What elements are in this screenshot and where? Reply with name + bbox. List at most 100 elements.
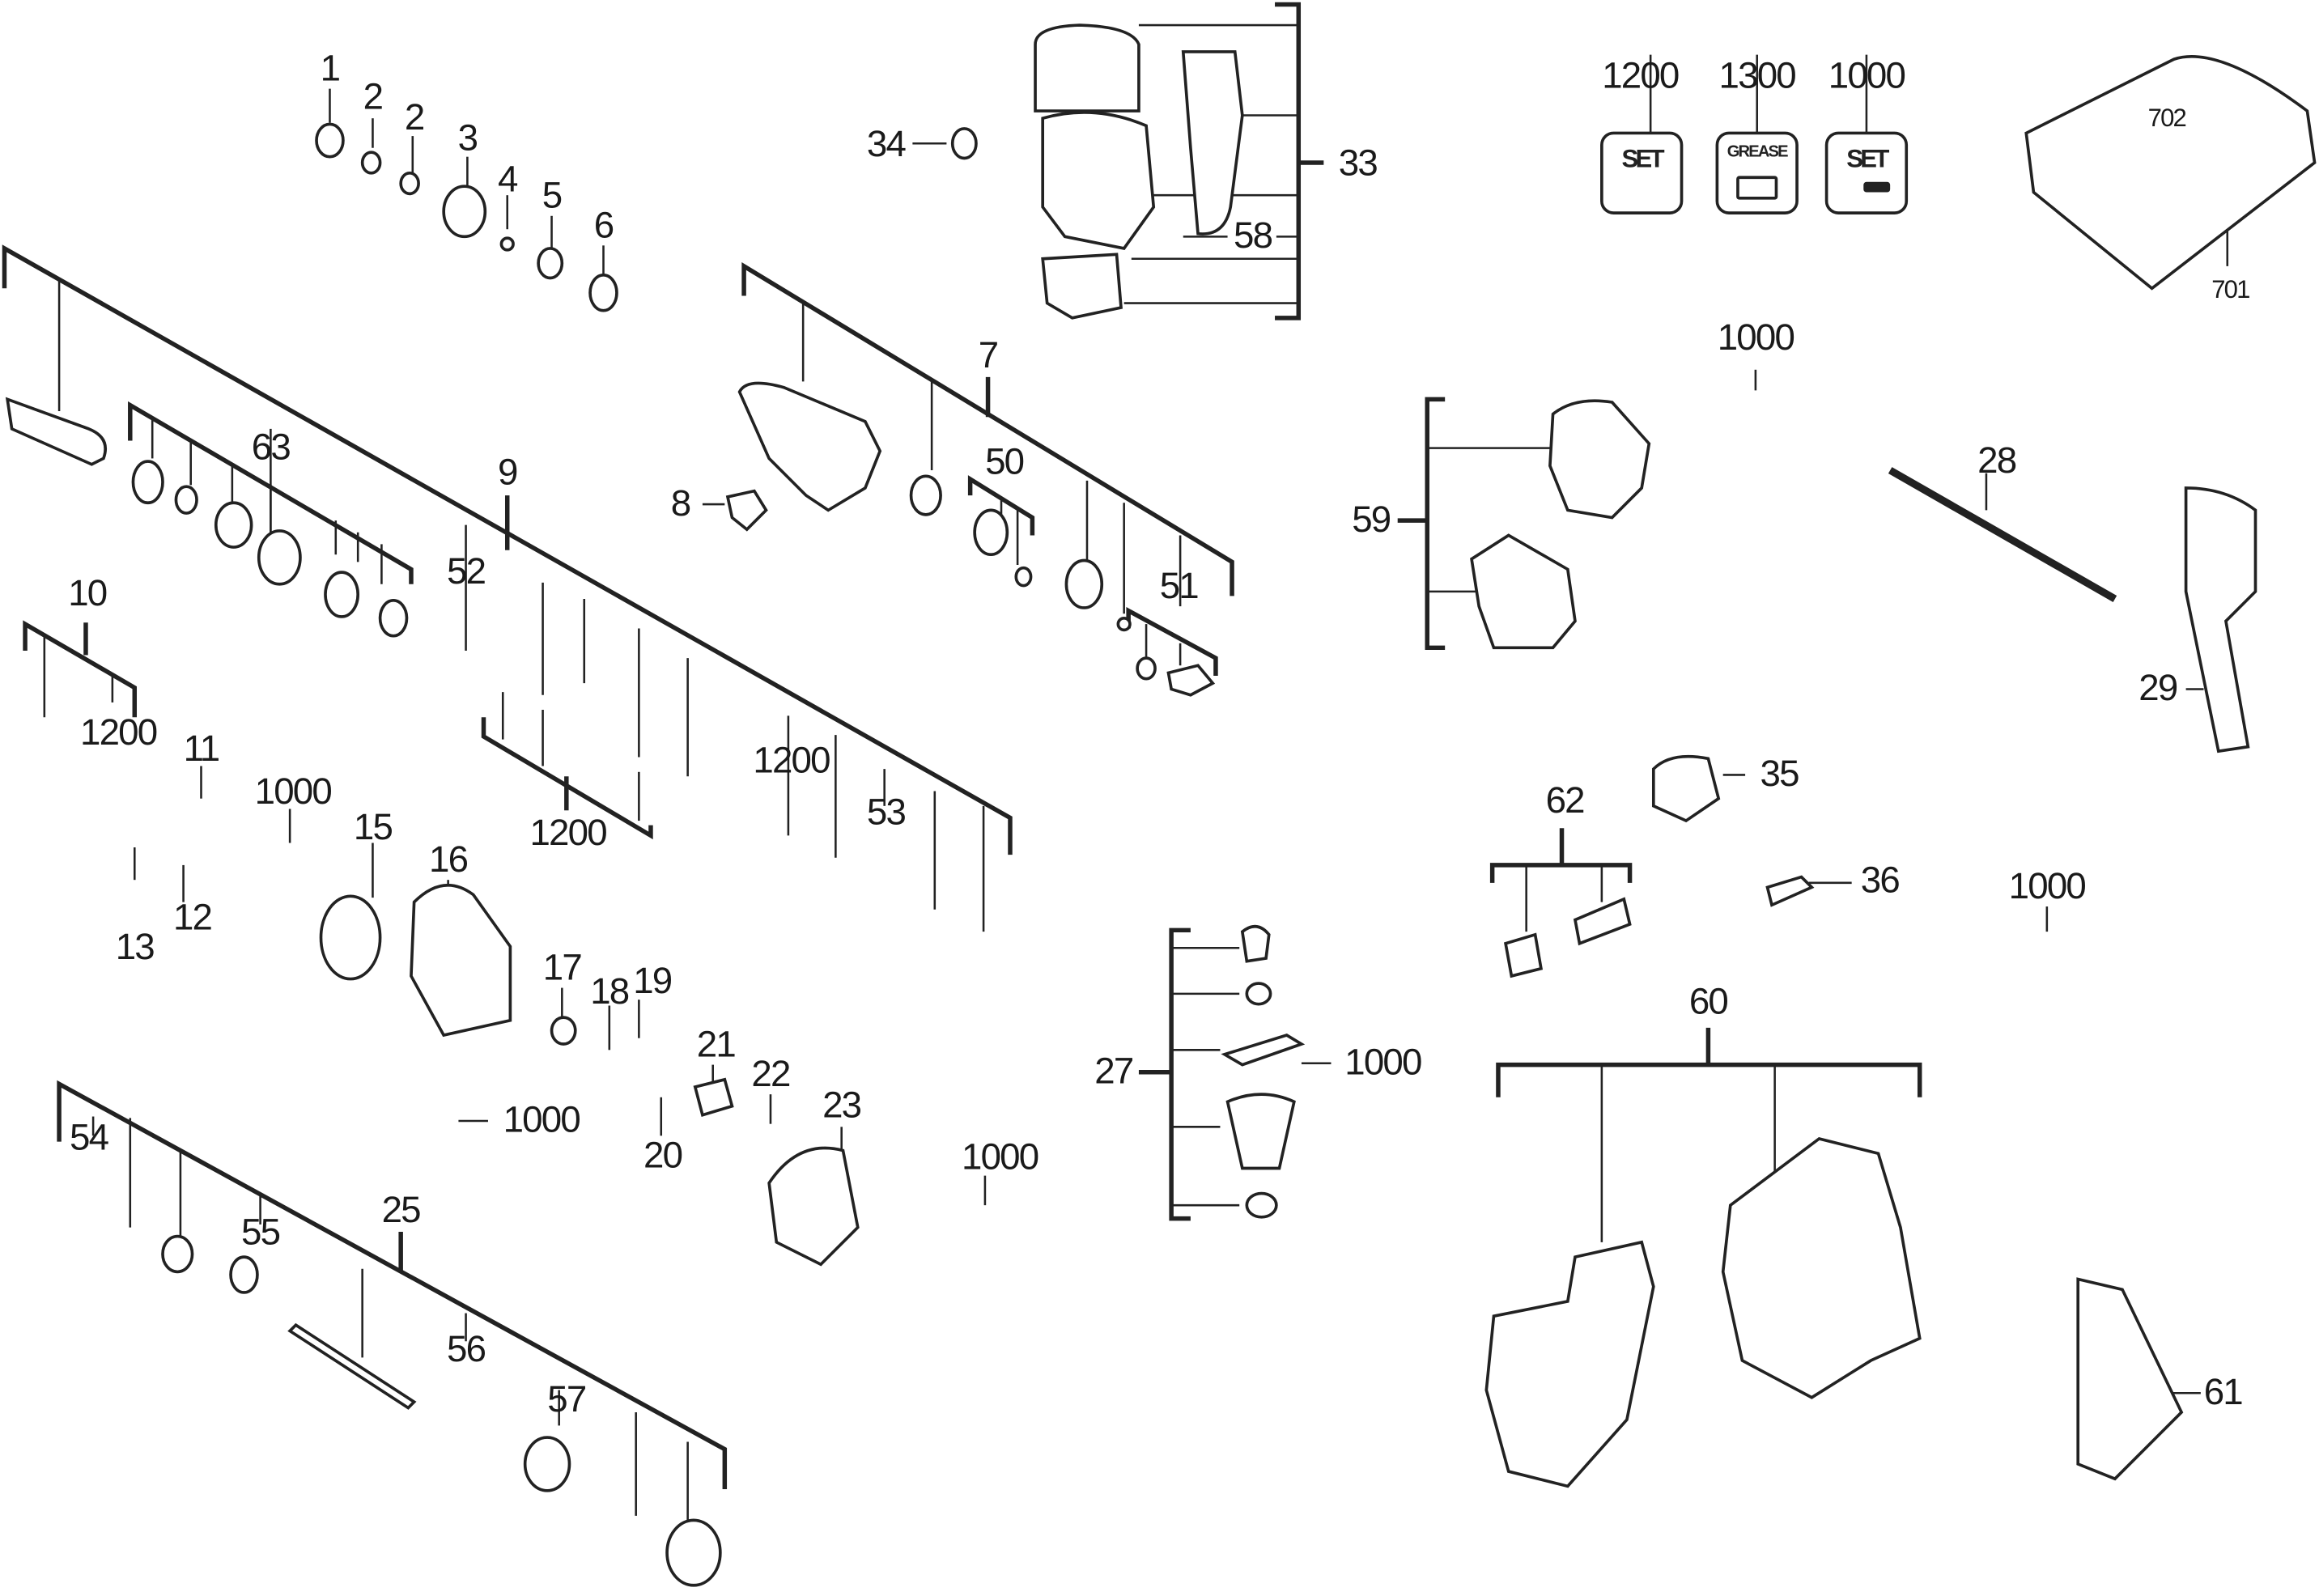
part-washer <box>161 1234 194 1274</box>
part-stator <box>1034 23 1140 112</box>
part-58-pcb <box>1041 253 1123 320</box>
part-50-ball <box>1014 566 1033 588</box>
grease-tube-icon: GREASE <box>1727 143 1789 162</box>
part-1-seal <box>315 122 345 159</box>
label-part-10: 10 <box>68 573 108 615</box>
part-36-switch <box>1765 875 1815 907</box>
label-part-4: 4 <box>497 159 518 201</box>
part-oring <box>131 460 164 505</box>
label-part-18: 18 <box>590 970 630 1012</box>
label-part-11: 11 <box>183 728 221 770</box>
label-part-36: 36 <box>1860 860 1901 902</box>
part-5-ring <box>537 247 564 280</box>
bracket-63 <box>128 401 414 584</box>
part-62-label-a <box>1503 932 1544 978</box>
label-part-1: 1 <box>320 48 341 90</box>
bracket-10 <box>23 620 138 718</box>
bracket-25 <box>57 1080 728 1524</box>
part-gear <box>214 501 253 549</box>
part-ball <box>1116 616 1132 632</box>
label-part-56: 56 <box>446 1328 486 1370</box>
part-21-plate <box>693 1077 734 1118</box>
part-23-cover <box>767 1146 860 1267</box>
part-washer <box>174 485 198 515</box>
label-part-50: 50 <box>985 441 1025 483</box>
part-51-latch <box>1166 664 1216 697</box>
part-57-clutch <box>523 1436 571 1492</box>
label-part-33: 33 <box>1338 142 1378 185</box>
label-part-10-1200: 1200 <box>80 711 158 753</box>
part-27-rotor <box>1225 1093 1296 1170</box>
part-35-boot <box>1651 754 1721 823</box>
label-part-11-1000: 1000 <box>254 770 333 813</box>
label-part-27-1000: 1000 <box>1344 1042 1422 1084</box>
label-part-28: 28 <box>1977 439 2017 482</box>
label-part-35: 35 <box>1760 753 1800 796</box>
label-part-54: 54 <box>70 1117 109 1159</box>
bracket-62 <box>1489 828 1633 932</box>
bracket-9-1200 <box>481 692 653 840</box>
bracket-27 <box>1138 927 1332 1221</box>
label-part-59-1000: 1000 <box>1717 316 1795 359</box>
label-part-59: 59 <box>1352 499 1391 541</box>
label-part-53-1200: 1200 <box>753 740 830 782</box>
label-part-19: 19 <box>633 960 673 1002</box>
part-59-housing-rear <box>1470 533 1577 650</box>
label-part-7: 7 <box>978 334 999 377</box>
label-part-60: 60 <box>1688 981 1729 1023</box>
label-part-22: 22 <box>751 1053 791 1096</box>
label-part-9-1200: 1200 <box>529 813 607 855</box>
label-part-13: 13 <box>115 926 155 968</box>
part-seal <box>378 599 409 638</box>
part-oring <box>909 474 942 516</box>
label-part-51: 51 <box>1159 565 1200 608</box>
bracket-main-shaft <box>2 244 1013 932</box>
part-25-shaft <box>287 1322 417 1410</box>
label-part-23-1000: 1000 <box>962 1136 1039 1178</box>
label-kit-1200: 1200 <box>1602 55 1680 97</box>
part-gear-ring <box>257 529 302 586</box>
label-part-52: 52 <box>446 550 486 592</box>
part-27-plate <box>1221 1034 1306 1067</box>
screw-set-icon: SET <box>1846 145 1889 173</box>
grease-tube-shape <box>1736 176 1778 200</box>
part-shapes <box>5 23 2317 1587</box>
label-part-58: 58 <box>1234 214 1273 257</box>
part-trigger-switch <box>1181 50 1244 236</box>
label-part-6: 6 <box>593 205 614 247</box>
part-57-disc <box>665 1518 722 1587</box>
bracket-59 <box>1397 369 1757 651</box>
label-part-55: 55 <box>241 1212 281 1254</box>
part-2-washer <box>360 151 382 175</box>
part-701-carry-case <box>2024 55 2317 291</box>
short-leaders <box>133 54 2229 1394</box>
part-59-housing-front <box>1548 399 1651 520</box>
part-27-bearing-2 <box>1245 1191 1278 1219</box>
label-part-15: 15 <box>353 806 393 848</box>
label-part-702: 702 <box>2147 104 2187 133</box>
part-27-cap <box>1240 924 1271 963</box>
label-kit-1300: 1300 <box>1718 55 1797 97</box>
part-bearing <box>324 571 360 618</box>
bracket-7 <box>741 262 1234 614</box>
part-17-bearing <box>550 1016 577 1046</box>
part-60-housing-right <box>1721 1136 1922 1399</box>
label-part-16-1000: 1000 <box>503 1099 581 1141</box>
label-part-23: 23 <box>822 1085 862 1127</box>
part-motor-module <box>1041 111 1156 250</box>
part-29-side-handle <box>2184 486 2257 753</box>
part-4-ball <box>499 236 515 252</box>
label-part-21: 21 <box>696 1024 737 1066</box>
kit-1200-set: SET <box>1600 131 1684 214</box>
label-part-9: 9 <box>497 452 518 494</box>
label-part-20: 20 <box>643 1135 683 1177</box>
part-28-depth-rod <box>1888 467 2117 602</box>
part-3-bearing <box>442 185 487 239</box>
screw-shape <box>1863 181 1891 193</box>
part-16-gear-cover <box>410 883 512 1038</box>
label-part-3: 3 <box>457 117 478 159</box>
label-part-34: 34 <box>866 123 907 165</box>
part-27-bearing <box>1245 982 1272 1006</box>
label-part-57: 57 <box>547 1378 587 1421</box>
part-61-label <box>2076 1277 2184 1481</box>
